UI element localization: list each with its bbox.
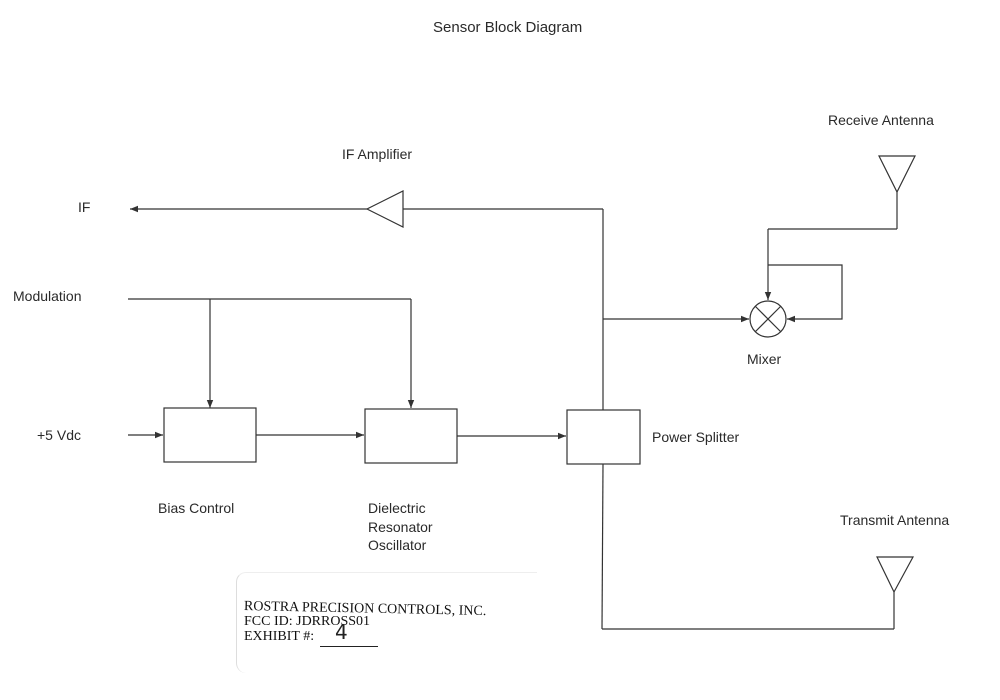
receive-antenna-label: Receive Antenna <box>828 112 934 128</box>
wire-splitter-down <box>601 463 604 630</box>
dro-label-line2: Resonator <box>368 519 433 535</box>
vdc-label: +5 Vdc <box>37 427 81 443</box>
transmit-antenna-label: Transmit Antenna <box>840 512 950 528</box>
bias-control-label: Bias Control <box>158 500 235 516</box>
if-amplifier-label: IF Amplifier <box>342 146 413 162</box>
stamp-fcc-id: FCC ID: JDRROSS01 <box>244 614 371 629</box>
dro-label-line3: Oscillator <box>368 537 427 553</box>
fcc-exhibit-stamp <box>236 572 537 673</box>
bias-control-block <box>163 407 257 463</box>
stamp-exhibit-underline <box>320 646 378 647</box>
wire-mixer-loop <box>768 264 843 323</box>
mixer-symbol <box>749 300 787 338</box>
power-splitter-label: Power Splitter <box>652 429 740 445</box>
dro-label-line1: Dielectric <box>368 500 426 516</box>
diagram-title: Sensor Block Diagram <box>433 19 583 36</box>
stamp-exhibit-number: 4 <box>335 620 348 644</box>
power-splitter-block <box>566 409 641 465</box>
mixer-cross-b <box>754 305 782 333</box>
mixer-label: Mixer <box>747 351 782 367</box>
dro-block <box>364 408 458 464</box>
transmit-antenna-icon <box>876 556 915 594</box>
if-output-label: IF <box>78 199 91 215</box>
stamp-exhibit-label: EXHIBIT #: <box>244 629 315 644</box>
modulation-label: Modulation <box>13 288 82 304</box>
if-amplifier-triangle <box>365 190 404 228</box>
receive-antenna-icon <box>878 155 916 194</box>
